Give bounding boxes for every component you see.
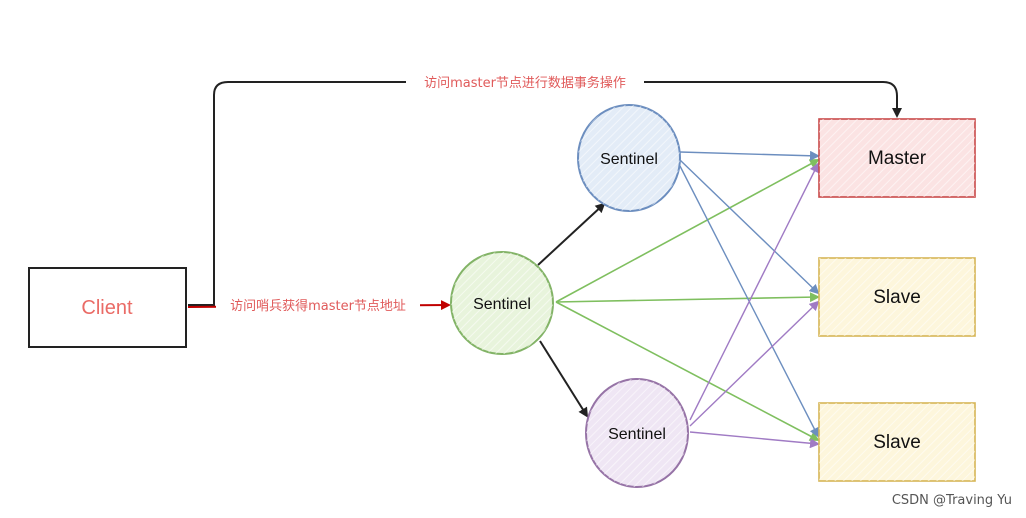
- edge-sentinel-main-to-top: [537, 202, 606, 266]
- sentinel-main-label: Sentinel: [473, 296, 531, 313]
- edge-sentinel-main-to-slave2: [555, 301, 820, 441]
- sentinel-bottom-node: Sentinel: [585, 378, 689, 488]
- edge-client-to-master: [188, 81, 902, 306]
- edge-sentinel-main-to-slave1: [555, 292, 820, 303]
- blue-edges: [679, 150, 820, 438]
- edge-sentinel-bottom-to-slave1: [689, 300, 820, 427]
- sentinel-main-node: Sentinel: [450, 251, 554, 355]
- slave1-label: Slave: [873, 287, 921, 308]
- purple-edges: [689, 162, 820, 449]
- slave1-node: Slave: [818, 257, 976, 337]
- edge-label-query-sentinel: 访问哨兵获得master节点地址: [230, 298, 406, 314]
- edge-sentinel-bottom-to-master: [689, 162, 819, 421]
- sentinel-top-node: Sentinel: [577, 104, 681, 212]
- master-label: Master: [868, 148, 927, 169]
- slave2-node: Slave: [818, 402, 976, 482]
- edge-sentinel-main-to-bottom: [539, 340, 589, 418]
- csdn-watermark: CSDN @Traving Yu: [891, 493, 1012, 508]
- green-edges: [555, 159, 820, 441]
- edge-sentinel-top-to-slave1: [679, 159, 820, 295]
- client-node: Client: [28, 267, 187, 348]
- slave2-label: Slave: [873, 432, 921, 453]
- sentinel-top-label: Sentinel: [600, 151, 658, 168]
- master-node: Master: [818, 118, 976, 198]
- client-label: Client: [81, 297, 133, 319]
- edge-sentinel-main-to-master: [555, 159, 820, 303]
- edge-label-access-master: 访问master节点进行数据事务操作: [424, 75, 626, 91]
- sentinel-bottom-label: Sentinel: [608, 426, 666, 443]
- edge-sentinel-top-to-master: [679, 150, 820, 161]
- edge-sentinel-bottom-to-slave2: [689, 431, 820, 449]
